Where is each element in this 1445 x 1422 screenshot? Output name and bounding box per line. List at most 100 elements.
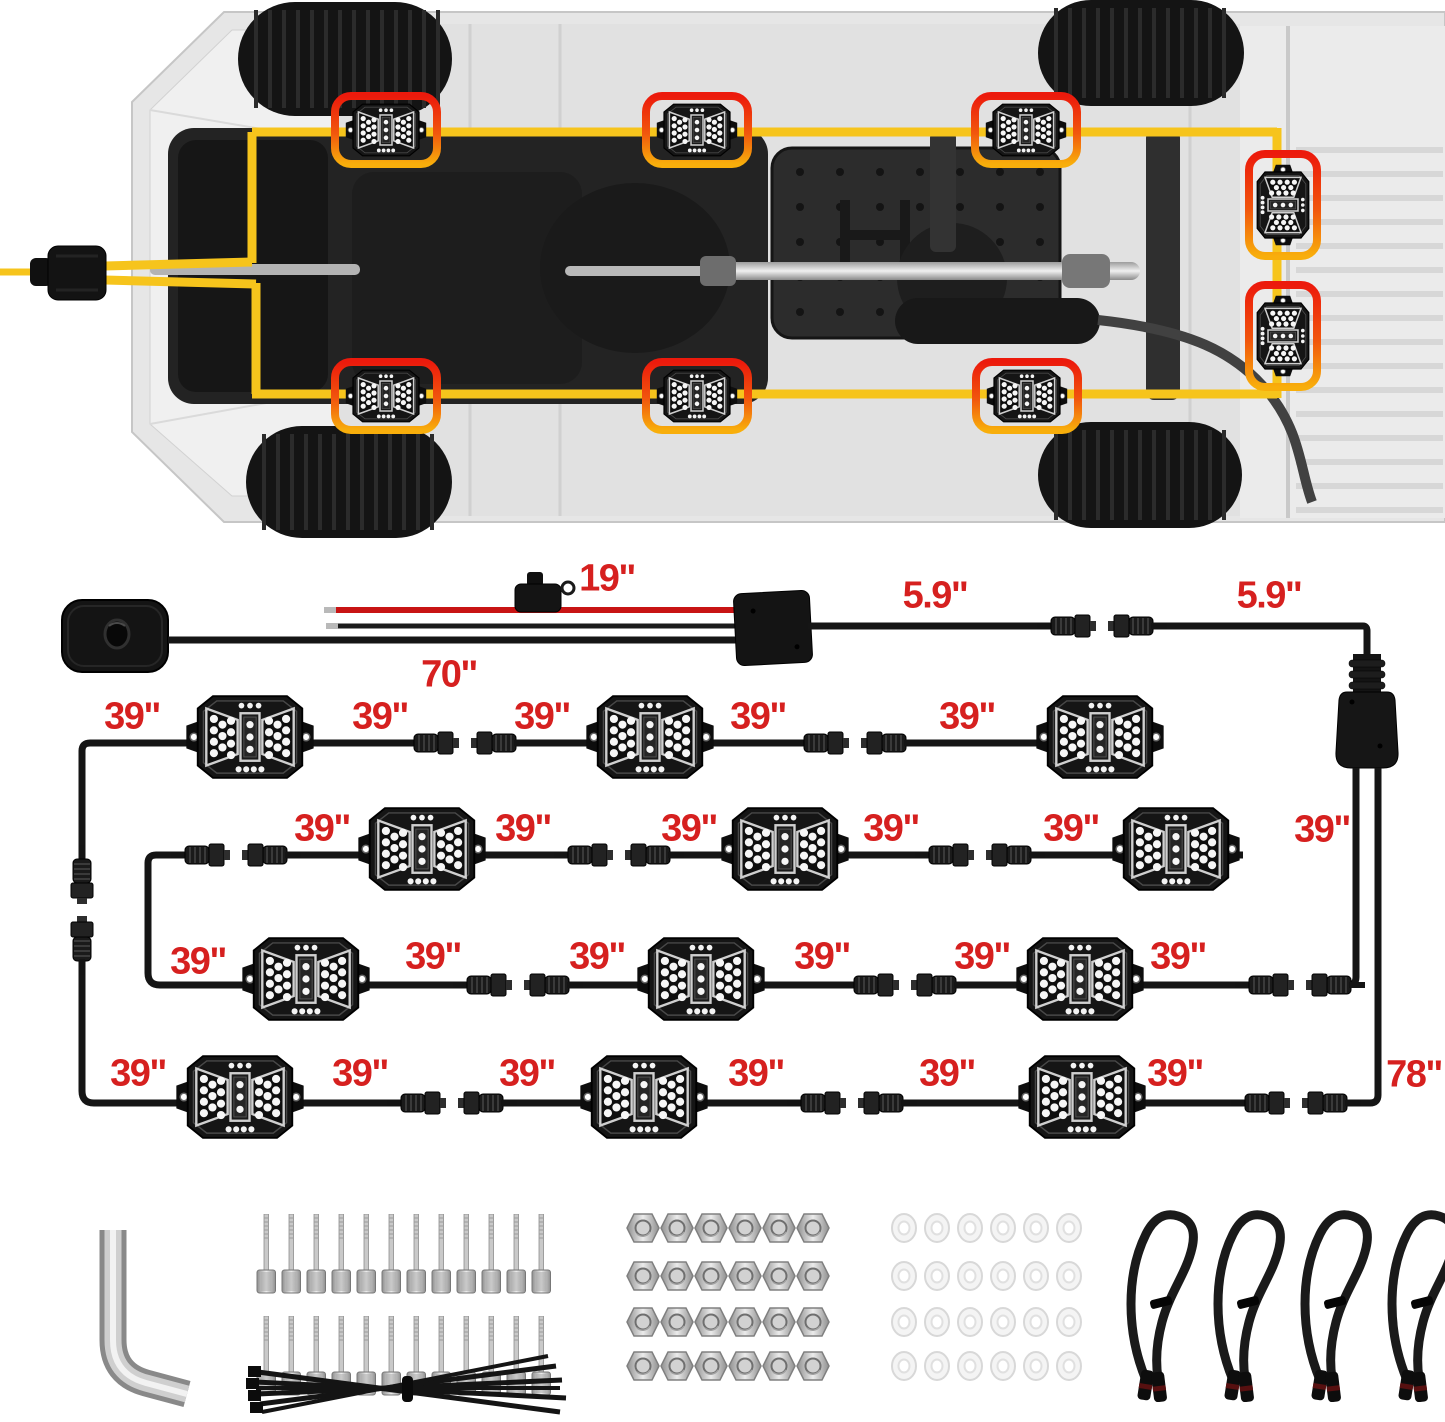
glow-ring: [972, 358, 1082, 434]
rock-light-pod: [656, 103, 738, 157]
rock-light-pod: [345, 103, 427, 157]
on-off-switch: [61, 599, 169, 673]
power-plug: [30, 245, 107, 301]
rock-light-pod: [345, 369, 427, 423]
branch-wire-rows2-3: [144, 851, 1350, 989]
screw: [406, 1214, 426, 1294]
splitter-leg-78in: [1362, 768, 1382, 1107]
rock-light-pod: [720, 806, 850, 892]
mounting-screws: [256, 1214, 551, 1396]
rock-light-pod: [636, 936, 766, 1022]
hex-nut: [728, 1307, 762, 1337]
hex-nut: [728, 1213, 762, 1243]
washer: [1023, 1213, 1049, 1243]
washer: [1056, 1351, 1082, 1381]
connector-pair: [387, 1088, 517, 1118]
allen-wrench: [99, 1230, 191, 1408]
hex-nut: [762, 1261, 796, 1291]
connector-pair: [1231, 1088, 1361, 1118]
muffler: [895, 298, 1100, 344]
glow-ring: [971, 92, 1081, 168]
washer: [957, 1261, 983, 1291]
washer: [957, 1351, 983, 1381]
vehicle-rock-light-pod: [972, 358, 1082, 434]
glow-ring: [1245, 150, 1321, 260]
hex-nut: [626, 1213, 660, 1243]
connector-pair: [787, 1088, 917, 1118]
hex-nut: [762, 1213, 796, 1243]
washer: [924, 1213, 950, 1243]
hex-nut: [694, 1351, 728, 1381]
glow-ring: [642, 358, 752, 434]
rock-light-pod: [1111, 806, 1241, 892]
harness-rock-light-pods: [175, 694, 1241, 1140]
vehicle-rock-light-pod: [642, 358, 752, 434]
washer: [990, 1261, 1016, 1291]
wiring-harness-diagram: [61, 572, 1399, 1140]
vehicle-underside-diagram: [0, 0, 1445, 538]
hex-nut: [796, 1351, 830, 1381]
tire: [1038, 422, 1242, 528]
connector-pair: [67, 845, 97, 975]
connector-pair: [171, 840, 301, 870]
rock-light-pod: [1017, 1054, 1147, 1140]
washer: [891, 1307, 917, 1337]
washer: [990, 1351, 1016, 1381]
screw: [281, 1214, 301, 1294]
branch-wire-rows1-4: [78, 739, 1366, 1107]
screw: [331, 1214, 351, 1294]
fuse-holder: [514, 572, 576, 613]
washer: [957, 1213, 983, 1243]
splitter-leg-39in: [1342, 768, 1360, 989]
hex-nut: [728, 1261, 762, 1291]
washer: [924, 1307, 950, 1337]
driveshaft: [700, 262, 1140, 280]
connector-pair: [400, 728, 530, 758]
screw: [381, 1316, 401, 1396]
connector-pair: [790, 728, 920, 758]
tire: [246, 426, 452, 538]
hex-nut: [796, 1307, 830, 1337]
washer: [1023, 1261, 1049, 1291]
vehicle-rock-light-pod: [331, 92, 441, 168]
glow-ring: [642, 92, 752, 168]
bed-rib-lines: [1296, 147, 1443, 513]
connector-pair: [554, 840, 684, 870]
glow-ring: [331, 358, 441, 434]
hex-nut: [660, 1213, 694, 1243]
hex-nut: [796, 1213, 830, 1243]
hex-nut: [660, 1261, 694, 1291]
screw: [256, 1214, 276, 1294]
rock-light-pod: [579, 1054, 709, 1140]
screw: [381, 1214, 401, 1294]
hex-nut: [626, 1261, 660, 1291]
hex-nut: [626, 1307, 660, 1337]
washer: [1056, 1213, 1082, 1243]
harness-wire-5-9in: [808, 622, 1371, 658]
rock-light-pod: [985, 103, 1067, 157]
washer: [891, 1261, 917, 1291]
rock-light-pod: [357, 806, 487, 892]
washer: [990, 1307, 1016, 1337]
extension-cable: [1305, 1215, 1367, 1403]
junction-plug: [733, 589, 813, 667]
screw: [306, 1214, 326, 1294]
washer: [891, 1213, 917, 1243]
washer: [990, 1213, 1016, 1243]
screw: [531, 1214, 551, 1294]
washer: [1056, 1307, 1082, 1337]
hex-nut: [694, 1213, 728, 1243]
tires: [238, 0, 1244, 538]
extension-cables: [1131, 1215, 1445, 1403]
washer: [1023, 1307, 1049, 1337]
washer: [924, 1261, 950, 1291]
hex-nuts: [626, 1213, 830, 1381]
washer: [957, 1307, 983, 1337]
tire: [1038, 0, 1244, 106]
washers: [891, 1213, 1082, 1381]
washer: [924, 1351, 950, 1381]
y-splitter: [1335, 654, 1399, 769]
rock-light-pod: [1256, 295, 1310, 377]
